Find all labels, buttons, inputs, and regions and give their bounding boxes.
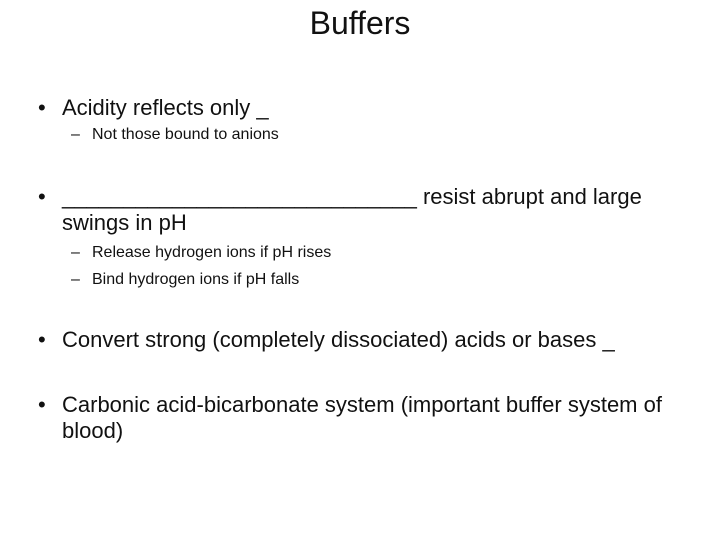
sub-bullet-text-line: Not those bound to anions bbox=[92, 126, 279, 143]
bullet-text-line: Carbonic acid-bicarbonate system (import… bbox=[62, 392, 662, 417]
bullet-text-line: blood) bbox=[62, 418, 124, 443]
bullet-text-line: Acidity reflects only _ bbox=[62, 95, 269, 120]
bullet-text: _____________________________ resist abr… bbox=[62, 184, 642, 236]
dash-icon: – bbox=[71, 126, 80, 143]
sub-bullet-text: Not those bound to anions bbox=[92, 125, 279, 145]
sub-bullet-text: Bind hydrogen ions if pH falls bbox=[92, 270, 299, 290]
bullet-text: Carbonic acid-bicarbonate system (import… bbox=[62, 392, 662, 444]
bullet-text: Convert strong (completely dissociated) … bbox=[62, 327, 615, 353]
bullet-text-line: Convert strong (completely dissociated) … bbox=[62, 327, 615, 352]
sub-bullet-text: Release hydrogen ions if pH rises bbox=[92, 243, 331, 263]
bullet-icon: • bbox=[38, 327, 46, 352]
bullet-icon: • bbox=[38, 184, 46, 209]
sub-bullet-text-line: Bind hydrogen ions if pH falls bbox=[92, 271, 300, 288]
sub-bullet-text-line: Release hydrogen ions if pH rises bbox=[92, 244, 332, 261]
bullet-text-line: swings in pH bbox=[62, 210, 187, 235]
dash-icon: – bbox=[71, 271, 80, 288]
dash-icon: – bbox=[71, 244, 80, 261]
bullet-icon: • bbox=[38, 95, 46, 120]
slide-title: Buffers bbox=[309, 5, 411, 41]
bullet-text-line: _____________________________ resist abr… bbox=[62, 184, 642, 209]
bullet-icon: • bbox=[38, 392, 46, 417]
bullet-text: Acidity reflects only _ bbox=[62, 95, 269, 121]
